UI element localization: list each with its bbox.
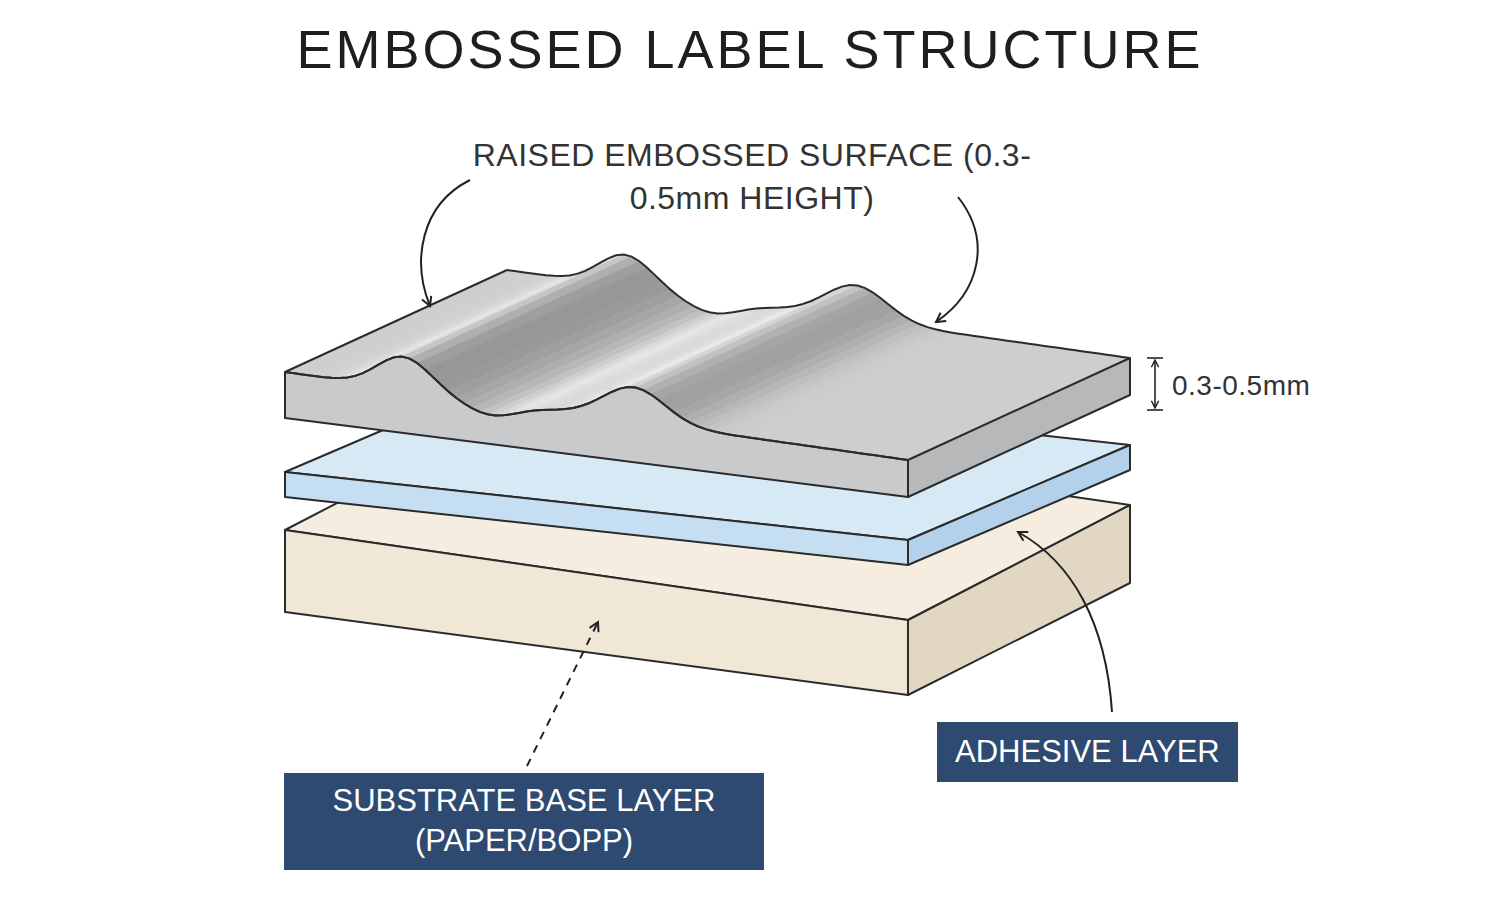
dimension-mark [1147, 358, 1163, 410]
dimension-label: 0.3-0.5mm [1172, 367, 1372, 405]
embossed-layer [285, 255, 1130, 497]
box-label: ADHESIVE LAYER [955, 732, 1220, 772]
leader-line [421, 180, 470, 306]
label-box: ADHESIVE LAYER [937, 722, 1238, 782]
callout-label: RAISED EMBOSSED SURFACE (0.3-0.5mm HEIGH… [452, 134, 1052, 220]
diagram-title: EMBOSSED LABEL STRUCTURE [0, 18, 1500, 80]
leader-line [1018, 532, 1112, 712]
box-label: SUBSTRATE BASE LAYER (PAPER/BOPP) [302, 781, 746, 862]
leader-line [936, 197, 978, 322]
label-box: SUBSTRATE BASE LAYER (PAPER/BOPP) [284, 773, 764, 870]
leader-line [527, 622, 598, 766]
